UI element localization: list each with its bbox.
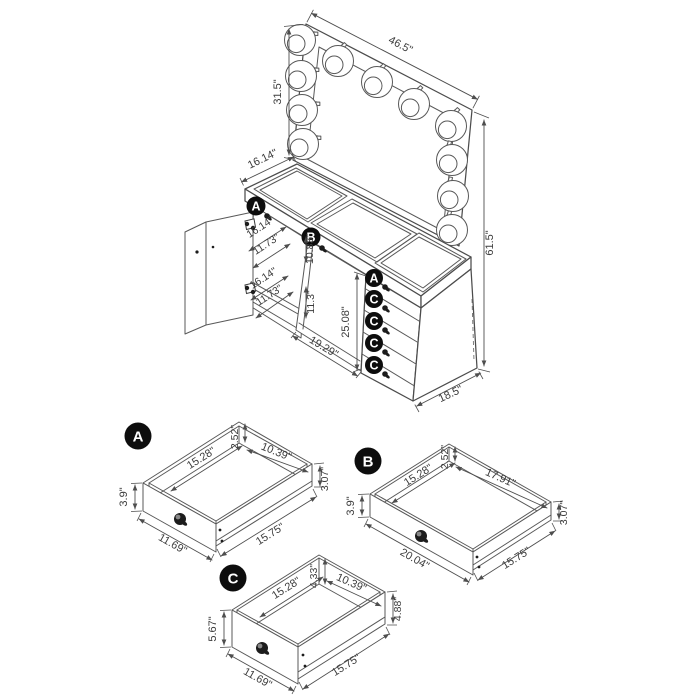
dim-overall-height: 61.5" xyxy=(484,230,496,255)
screw-dot xyxy=(218,528,222,532)
dim-b-side-height: 3.07" xyxy=(558,501,570,525)
badge-c-detail: C xyxy=(219,564,247,592)
bank-badge-letter: C xyxy=(369,359,378,373)
badge-letter: A xyxy=(133,429,144,446)
bank-badge-letter: C xyxy=(369,337,378,351)
dim-comp1-height: 10.83" xyxy=(304,234,316,264)
bank-badge-letter: C xyxy=(369,293,378,307)
dim-c-front-height: 5.67" xyxy=(207,616,219,641)
knob-icon xyxy=(319,245,327,253)
knob-icon xyxy=(382,371,390,379)
dim-a-front-width: 11.69" xyxy=(156,532,189,558)
dim-comp2-height: 11.3" xyxy=(305,290,317,314)
dim-top-depth: 16.14" xyxy=(246,147,280,171)
bank-badge-3: C xyxy=(365,312,383,330)
knob-icon xyxy=(382,305,390,313)
badge-a-letter: A xyxy=(251,200,260,214)
knob-icon xyxy=(382,349,390,357)
dim-kneehole-height: 25.08" xyxy=(340,306,352,338)
dim-b-front-width: 20.04" xyxy=(398,546,431,572)
drawer-bank-side-panel xyxy=(412,268,478,402)
knob-icon xyxy=(382,284,390,292)
screw-dot xyxy=(220,539,224,543)
badge-b-detail: B xyxy=(354,447,382,475)
badge-a: A xyxy=(246,196,266,216)
drawer-divider-lines xyxy=(361,288,420,387)
drawer-detail-c: C 5.67" 11.69" 15.28" 4.33" 10.39" 4.88"… xyxy=(207,554,404,695)
screw-dot xyxy=(475,555,479,559)
bank-badge-letter: A xyxy=(369,272,378,286)
badge-letter: C xyxy=(228,571,239,588)
tray-compartment-middle-floor xyxy=(316,202,412,259)
screw-dot xyxy=(301,653,305,657)
screw-dot xyxy=(303,664,307,668)
door-dot xyxy=(211,245,215,249)
knob-icon xyxy=(264,213,272,221)
badge-b-letter: B xyxy=(306,231,315,245)
dim-a-front-height: 3.9" xyxy=(118,487,130,506)
tray-compartment-right-floor xyxy=(380,236,462,289)
bank-badge-4: C xyxy=(365,334,383,352)
drawer-detail-b: B 3.9" 20.04" 15.28" 2.52" 17.91" 3.07" … xyxy=(345,443,570,586)
dim-b-front-height: 3.9" xyxy=(345,496,357,515)
dim-a-back-height: 2.52" xyxy=(229,425,241,449)
badge-letter: B xyxy=(363,454,374,471)
dim-mirror-height: 31.5" xyxy=(272,79,284,104)
knob-icon xyxy=(382,327,390,335)
hidden-back-edge xyxy=(471,298,475,362)
dim-c-back-height: 4.33" xyxy=(308,564,320,588)
screw-dot xyxy=(477,565,481,569)
bank-badge-1: A xyxy=(365,269,383,287)
badge-a-detail: A xyxy=(124,422,152,450)
door-knob-dot xyxy=(195,250,199,254)
dim-b-back-height: 2.52" xyxy=(439,445,451,469)
drawer-detail-a: A 3.9" 11.69" 15.28" 2.52" 10.39" 3.07" … xyxy=(118,421,331,563)
door-outer-face xyxy=(184,221,207,335)
bank-badge-letter: C xyxy=(369,315,378,329)
dim-c-side-height: 4.88" xyxy=(392,597,404,621)
dim-c-front-width: 11.69" xyxy=(241,666,274,692)
dim-mirror-width: 46.5" xyxy=(386,34,414,56)
tray-compartment-right xyxy=(374,232,467,293)
dim-a-side-height: 3.07" xyxy=(319,467,331,491)
bank-badge-2: C xyxy=(365,290,383,308)
bank-badge-5: C xyxy=(365,356,383,374)
tray-compartment-left-floor xyxy=(259,170,343,220)
drawer-knob xyxy=(256,642,270,655)
